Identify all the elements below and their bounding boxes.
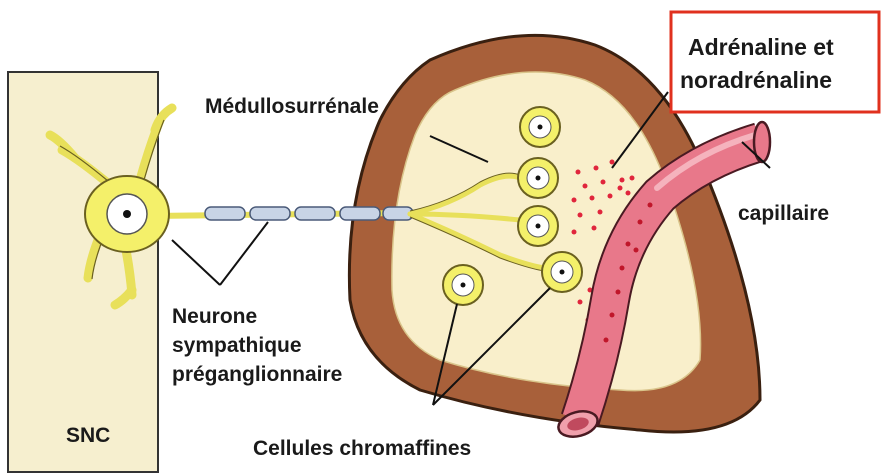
label-capillaire: capillaire <box>738 202 829 225</box>
chromaffin-cell <box>520 107 560 147</box>
chromaffin-cell <box>542 252 582 292</box>
chromaffin-cell <box>518 206 558 246</box>
label-medullosurrenale: Médullosurrénale <box>205 95 379 118</box>
label-snc: SNC <box>66 424 110 447</box>
label-neurone-line1: Neurone <box>172 305 257 328</box>
chromaffin-cell <box>518 158 558 198</box>
label-cellules-chromaffines: Cellules chromaffines <box>253 437 471 460</box>
label-hormone-line1: Adrénaline et <box>688 34 834 60</box>
label-hormone-line2: noradrénaline <box>680 67 832 93</box>
hormone-highlight-box <box>671 12 879 112</box>
snc-region <box>8 72 158 472</box>
chromaffin-cell <box>443 265 483 305</box>
label-neurone-line2: sympathique <box>172 334 302 357</box>
label-neurone-line3: préganglionnaire <box>172 363 342 386</box>
neuron-nucleolus <box>123 210 131 218</box>
